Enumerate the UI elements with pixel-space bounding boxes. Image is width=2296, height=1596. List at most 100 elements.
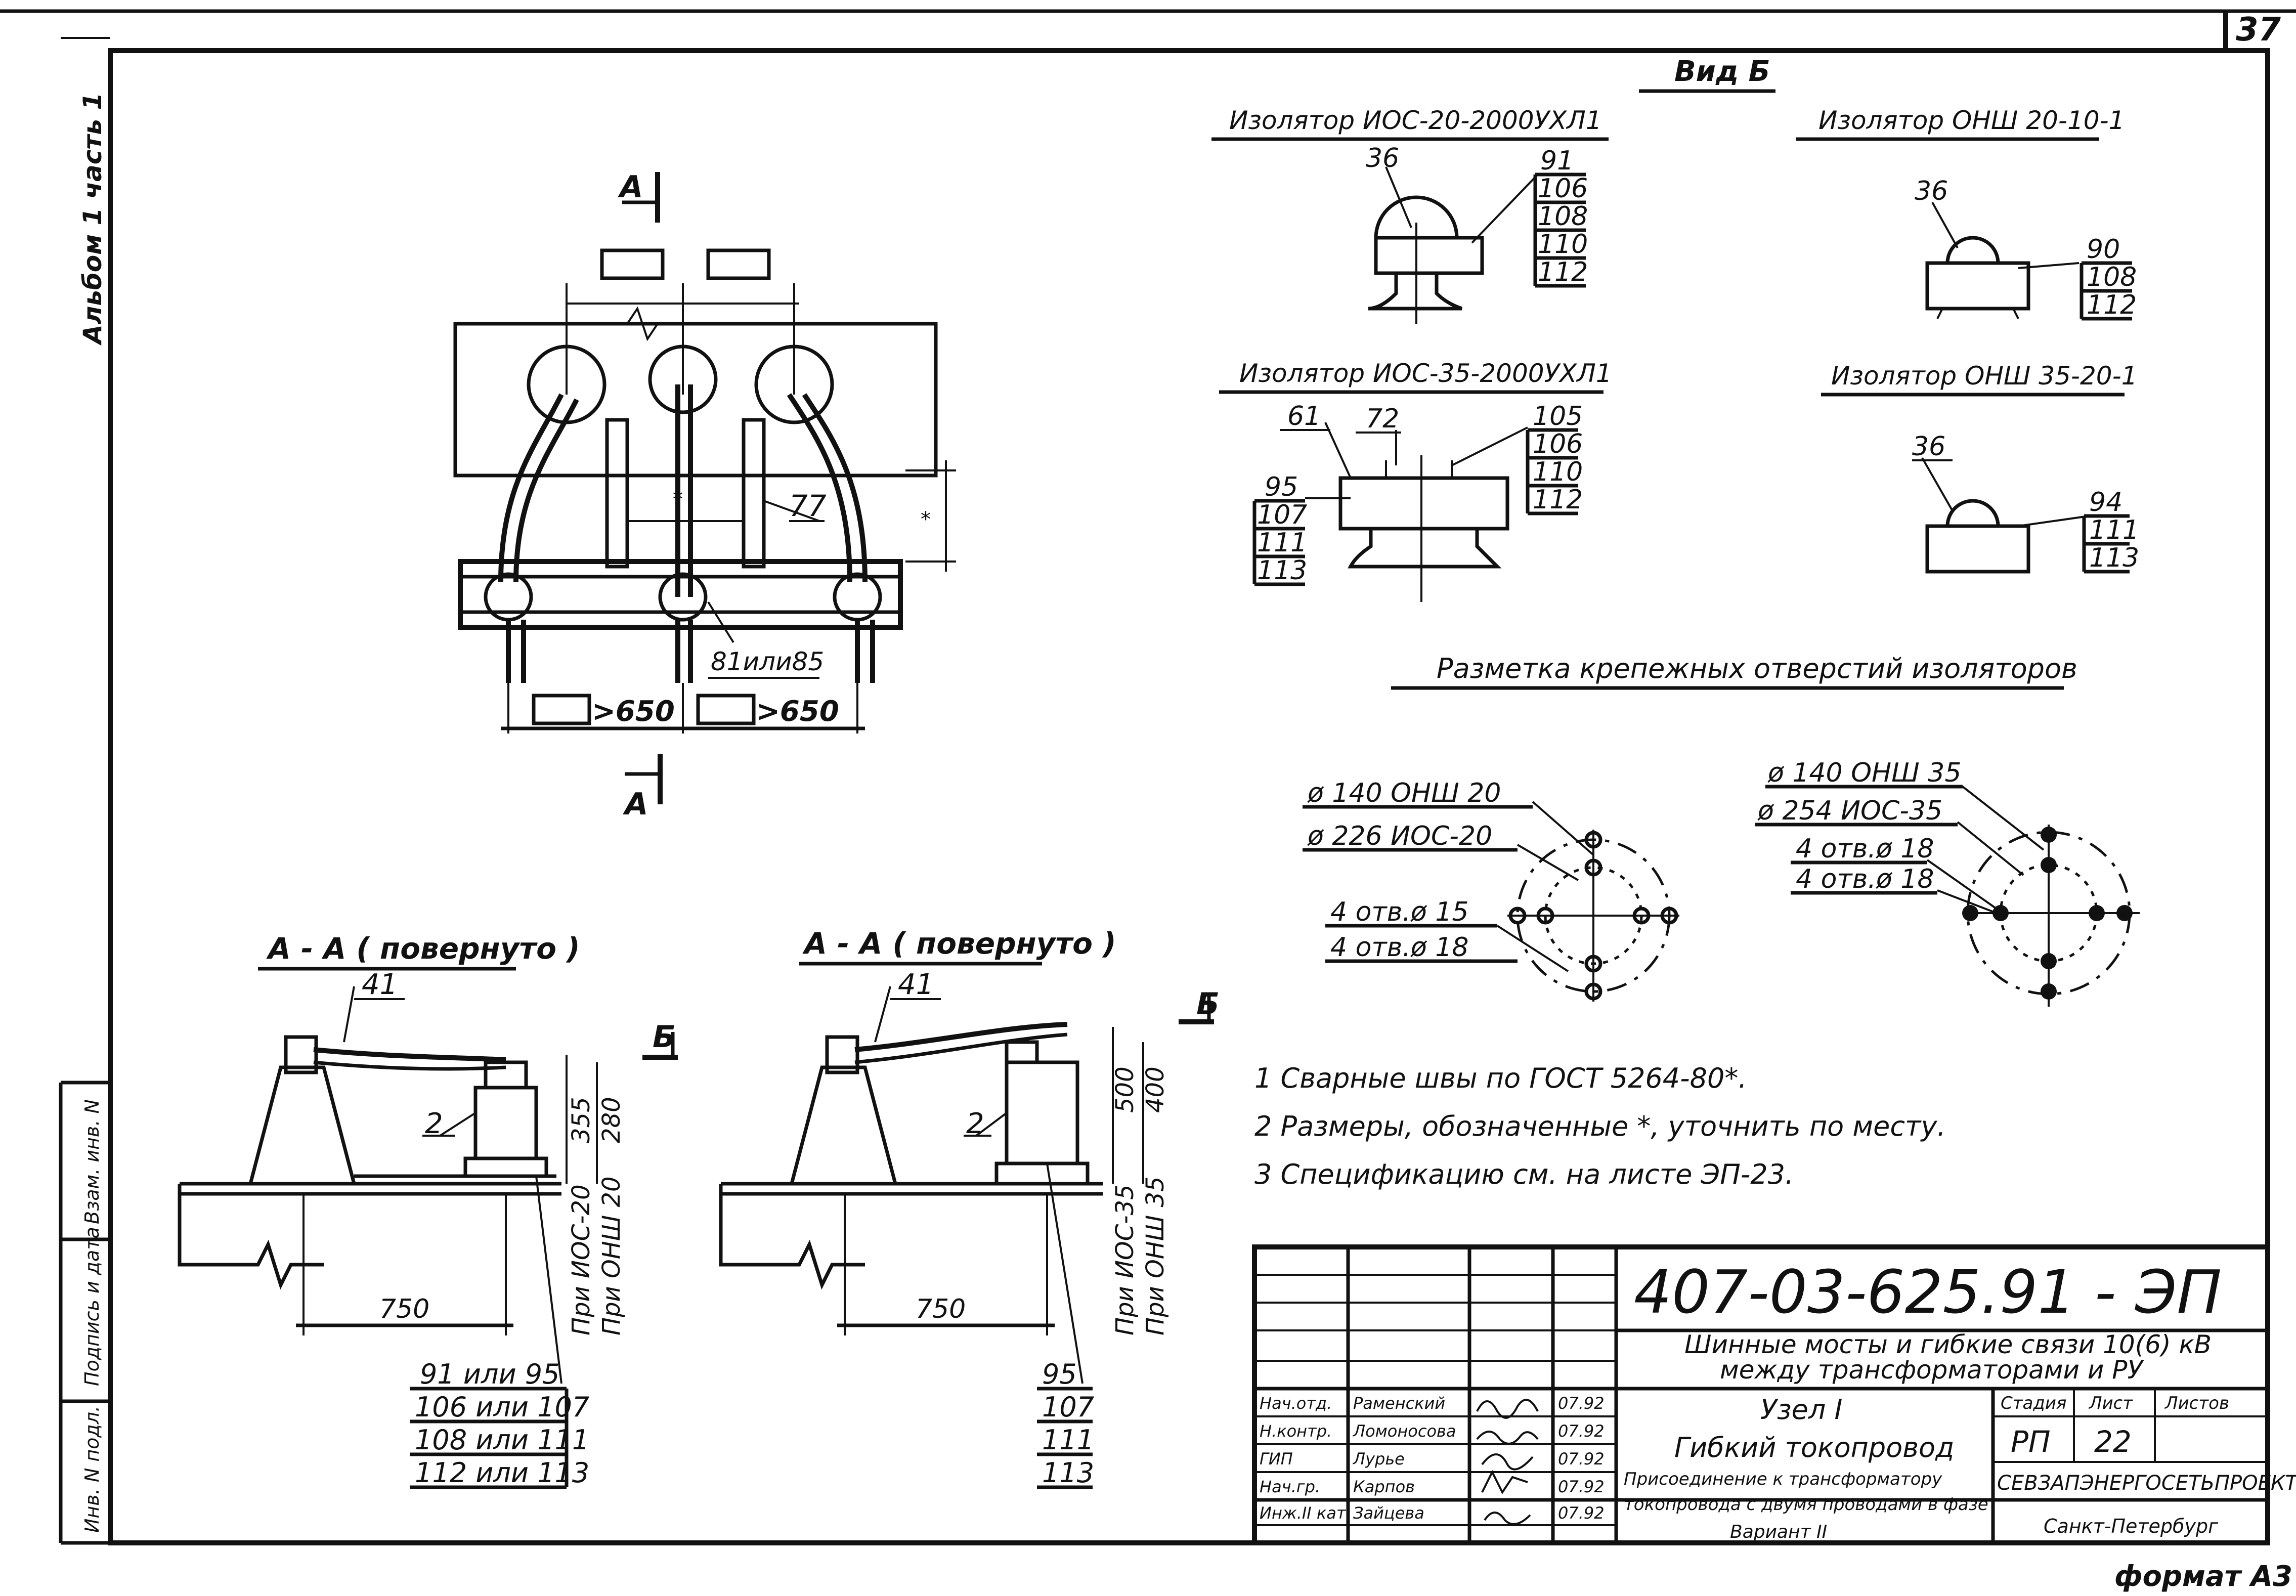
onsh35-title: Изолятор ОНШ 35-20-1 — [1831, 361, 2137, 391]
section-left-callout-3: 108 или 111 — [415, 1424, 589, 1456]
holes-right-4: 4 отв.ø 18 — [1796, 864, 1934, 894]
ios35-left-1: 95 — [1265, 472, 1298, 502]
plan-dim-650-1: >650 — [592, 695, 675, 728]
section-left-dim-750: 750 — [379, 1294, 429, 1324]
section-left-title: А - А ( повернуто ) — [266, 931, 580, 966]
date-5: 07.92 — [1558, 1503, 1605, 1523]
section-right-dim-400: 400 — [1141, 1066, 1169, 1113]
section-left-dim-355: 355 — [567, 1097, 595, 1143]
ios35-label-61: 61 — [1287, 401, 1321, 432]
section-left-callout-2: 106 или 107 — [415, 1391, 589, 1423]
section-left-label-41: 41 — [362, 968, 398, 1001]
ios35-right-2: 106 — [1533, 429, 1583, 459]
section-right-callout-3: 111 — [1042, 1424, 1094, 1456]
title-block: 407-03-625.91 - ЭП Шинные мосты и гибкие… — [1252, 1244, 2296, 1593]
ios20-label-36: 36 — [1366, 143, 1399, 174]
doc-code: 407-03-625.91 - ЭП — [1634, 1257, 2222, 1327]
section-right-note-ios: При ИОС-35 — [1111, 1184, 1139, 1335]
stamp-inv-vzam: Взам. инв. N — [81, 1099, 103, 1224]
role-5: Инж.II кат. — [1260, 1503, 1351, 1523]
ios20-title: Изолятор ИОС-20-2000УХЛ1 — [1229, 106, 1602, 135]
section-right-note-onsh: При ОНШ 35 — [1141, 1176, 1169, 1335]
section-left-callout-1: 91 или 95 — [420, 1358, 559, 1390]
date-2: 07.92 — [1558, 1421, 1605, 1441]
holes-right-1: ø 140 ОНШ 35 — [1767, 758, 1961, 788]
ios20-callout-2: 106 — [1538, 174, 1588, 204]
date-3: 07.92 — [1558, 1449, 1605, 1469]
node-name: Гибкий токопровод — [1674, 1432, 1954, 1463]
ios35-right-3: 110 — [1533, 457, 1583, 487]
ios20-callout-5: 112 — [1538, 257, 1588, 287]
section-right: А - А ( повернуто ) 41 750 2 500 400 При… — [719, 926, 1220, 1489]
holes-left-4: 4 отв.ø 18 — [1330, 932, 1468, 963]
plan-view: А * — [453, 169, 956, 822]
role-3: ГИП — [1260, 1449, 1293, 1469]
project-title-1: Шинные мосты и гибкие связи 10(6) кВ — [1684, 1330, 2212, 1359]
plan-dim-650-2: >650 — [756, 695, 839, 728]
plan-label-mark: 81или85 — [711, 647, 824, 676]
section-right-title: А - А ( повернуто ) — [802, 926, 1116, 961]
onsh20-title: Изолятор ОНШ 20-10-1 — [1818, 106, 2125, 135]
plan-dim-star: * — [673, 488, 683, 511]
ios20-callout-1: 91 — [1540, 146, 1574, 176]
ios20-callout-3: 108 — [1538, 201, 1588, 232]
onsh20-callout-2: 108 — [2087, 262, 2137, 292]
city: Санкт-Петербург — [2044, 1515, 2219, 1537]
section-left: А - А ( повернуто ) 41 750 2 355 280 При… — [178, 931, 678, 1489]
plan-label-77: 77 — [789, 489, 827, 523]
note-2: 2 Размеры, обозначенные *, уточнить по м… — [1254, 1110, 1946, 1142]
description-2: токопровода с двумя проводами в фазе — [1624, 1494, 1988, 1515]
ios20-callout-4: 110 — [1538, 229, 1588, 260]
role-1: Нач.отд. — [1260, 1394, 1332, 1413]
note-1: 1 Сварные швы по ГОСТ 5264-80*. — [1254, 1062, 1747, 1094]
onsh35-callout-3: 113 — [2089, 543, 2139, 573]
signatures — [1476, 1399, 1539, 1525]
stage-value: РП — [2011, 1425, 2051, 1459]
section-left-label-2: 2 — [425, 1107, 443, 1140]
role-4: Нач.гр. — [1260, 1477, 1320, 1496]
section-left-note-onsh: При ОНШ 20 — [597, 1176, 626, 1335]
holes-right-2: ø 254 ИОС-35 — [1757, 796, 1942, 826]
name-2: Ломоносова — [1353, 1421, 1456, 1441]
section-left-callout-4: 112 или 113 — [415, 1457, 589, 1489]
section-right-callout-1: 95 — [1042, 1358, 1077, 1390]
ios35-right-4: 112 — [1533, 485, 1583, 515]
onsh35-callout-1: 94 — [2089, 487, 2122, 517]
left-margin: Альбом 1 часть 1 Взам. инв. N Подпись и … — [78, 93, 107, 1533]
section-mark-bottom: А — [623, 787, 648, 822]
stage-header: Стадия — [2001, 1393, 2066, 1413]
album-label: Альбом 1 часть 1 — [78, 93, 107, 346]
name-1: Раменский — [1353, 1394, 1445, 1413]
onsh35-callout-2: 111 — [2089, 515, 2139, 545]
description-1: Присоединение к трансформатору — [1624, 1469, 1942, 1489]
ios35-title: Изолятор ИОС-35-2000УХЛ1 — [1239, 359, 1612, 388]
section-right-dim-750: 750 — [916, 1294, 966, 1324]
section-right-view-mark: Б — [1196, 986, 1220, 1022]
role-2: Н.контр. — [1260, 1421, 1332, 1441]
holes-right-3: 4 отв.ø 18 — [1796, 834, 1934, 864]
name-4: Карпов — [1353, 1477, 1415, 1496]
onsh20-label-36: 36 — [1915, 176, 1948, 206]
ios35-left-3: 111 — [1257, 528, 1307, 558]
section-right-label-41: 41 — [898, 968, 934, 1001]
holes-left-1: ø 140 ОНШ 20 — [1307, 778, 1501, 808]
ios35-right-1: 105 — [1533, 401, 1583, 432]
node-label: Узел I — [1760, 1394, 1842, 1426]
section-left-view-mark: Б — [653, 1019, 676, 1055]
sheet-frame — [0, 9, 2296, 1545]
sheet-value: 22 — [2094, 1425, 2132, 1459]
onsh20-callout-1: 90 — [2087, 234, 2120, 265]
date-4: 07.92 — [1558, 1477, 1605, 1496]
view-b-title: Вид Б — [1674, 55, 1770, 88]
section-left-dim-280: 280 — [597, 1097, 626, 1143]
section-right-callout-4: 113 — [1042, 1457, 1094, 1489]
project-title-2: между трансформаторами и РУ — [1720, 1355, 2144, 1385]
sheet-header: Лист — [2088, 1393, 2133, 1413]
stamp-sign-date: Подпись и дата — [81, 1227, 103, 1386]
sheets-header: Листов — [2164, 1393, 2229, 1413]
section-mark-top: А — [618, 169, 643, 205]
section-right-label-2: 2 — [966, 1107, 984, 1140]
ios35-left-2: 107 — [1257, 500, 1307, 530]
section-right-callout-2: 107 — [1042, 1391, 1094, 1423]
